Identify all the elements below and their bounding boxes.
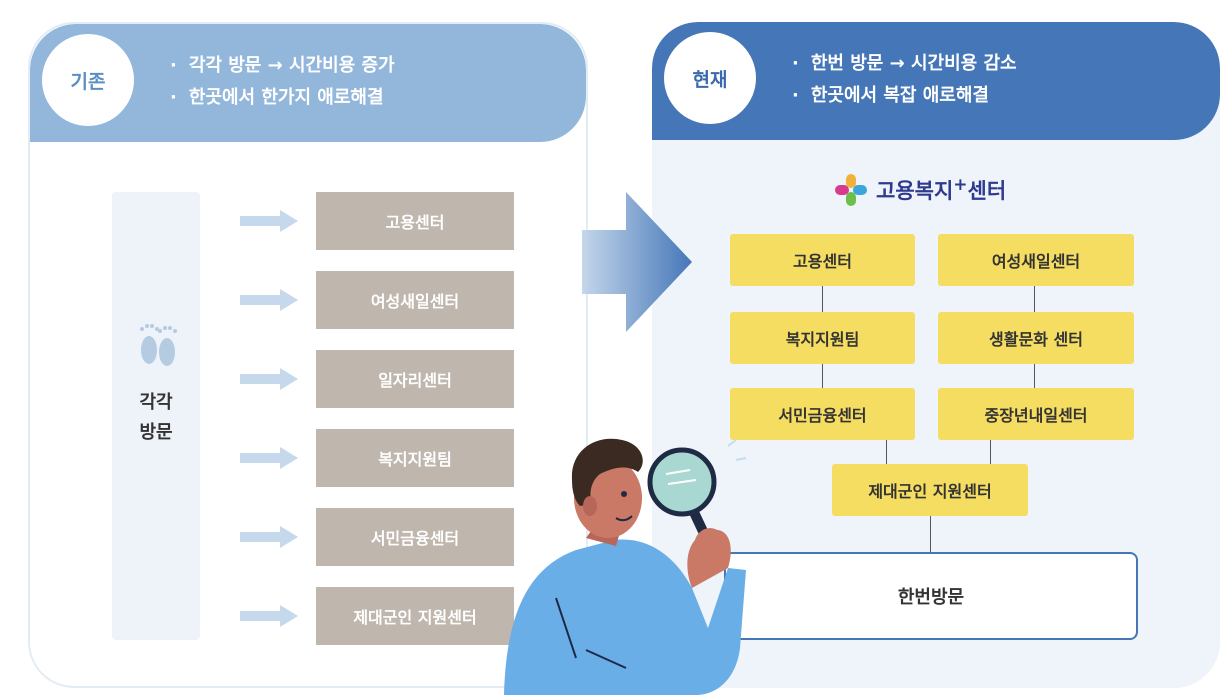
after-badge: 현재 bbox=[664, 32, 756, 124]
before-badge: 기존 bbox=[42, 34, 134, 126]
arrow-right-icon bbox=[240, 447, 298, 469]
connector-line bbox=[886, 440, 887, 464]
after-header: 현재 한번 방문 → 시간비용 감소 한곳에서 복잡 애로해결 bbox=[652, 22, 1220, 140]
before-panel: 기존 각각 방문 → 시간비용 증가 한곳에서 한가지 애로해결 각각 방문 고… bbox=[28, 22, 588, 688]
before-center-box: 서민금융센터 bbox=[316, 508, 514, 566]
before-points: 각각 방문 → 시간비용 증가 한곳에서 한가지 애로해결 bbox=[170, 50, 395, 114]
transition-arrow-icon bbox=[582, 192, 692, 332]
connector-line bbox=[930, 516, 931, 552]
after-point: 한곳에서 복잡 애로해결 bbox=[792, 80, 1017, 112]
before-center-box: 복지지원팀 bbox=[316, 429, 514, 487]
before-center-box: 여성새일센터 bbox=[316, 271, 514, 329]
before-point: 한곳에서 한가지 애로해결 bbox=[170, 82, 395, 114]
after-center-box: 복지지원팀 bbox=[730, 312, 915, 364]
arrow-right-icon bbox=[240, 526, 298, 548]
one-visit-box: 한번방문 bbox=[724, 552, 1138, 640]
plus-logo-icon bbox=[835, 174, 867, 206]
connector-line bbox=[822, 286, 823, 312]
before-point: 각각 방문 → 시간비용 증가 bbox=[170, 50, 395, 82]
after-center-box: 생활문화 센터 bbox=[938, 312, 1134, 364]
after-center-box: 제대군인 지원센터 bbox=[832, 464, 1028, 516]
person-with-magnifier-illustration bbox=[504, 438, 747, 695]
footprints-icon bbox=[140, 324, 177, 366]
after-center-box: 여성새일센터 bbox=[938, 234, 1134, 286]
before-center-row: 일자리센터 bbox=[240, 350, 525, 408]
before-center-row: 서민금융센터 bbox=[240, 508, 525, 566]
employment-welfare-center-logo: 고용복지+센터 bbox=[834, 172, 1006, 208]
connector-line bbox=[822, 364, 823, 388]
connector-line bbox=[1034, 364, 1035, 388]
after-center-box: 서민금융센터 bbox=[730, 388, 915, 440]
separate-visit-label: 각각 방문 bbox=[139, 392, 173, 443]
after-point: 한번 방문 → 시간비용 감소 bbox=[792, 48, 1017, 80]
before-center-row: 복지지원팀 bbox=[240, 429, 525, 487]
arrow-right-icon bbox=[240, 210, 298, 232]
before-center-row: 고용센터 bbox=[240, 192, 525, 250]
after-center-box: 중장년내일센터 bbox=[938, 388, 1134, 440]
before-header: 기존 각각 방문 → 시간비용 증가 한곳에서 한가지 애로해결 bbox=[30, 24, 586, 142]
after-center-box: 고용센터 bbox=[730, 234, 915, 286]
before-center-box: 고용센터 bbox=[316, 192, 514, 250]
before-center-box: 일자리센터 bbox=[316, 350, 514, 408]
before-center-row: 여성새일센터 bbox=[240, 271, 525, 329]
arrow-right-icon bbox=[240, 605, 298, 627]
after-points: 한번 방문 → 시간비용 감소 한곳에서 복잡 애로해결 bbox=[792, 48, 1017, 112]
before-center-box: 제대군인 지원센터 bbox=[316, 587, 514, 645]
arrow-right-icon bbox=[240, 368, 298, 390]
connector-line bbox=[1034, 286, 1035, 312]
arrow-right-icon bbox=[240, 289, 298, 311]
separate-visit-column: 각각 방문 bbox=[112, 192, 200, 640]
after-panel: 현재 한번 방문 → 시간비용 감소 한곳에서 복잡 애로해결 고용복지+센터 … bbox=[652, 22, 1220, 688]
connector-line bbox=[990, 440, 991, 464]
before-center-row: 제대군인 지원센터 bbox=[240, 587, 525, 645]
